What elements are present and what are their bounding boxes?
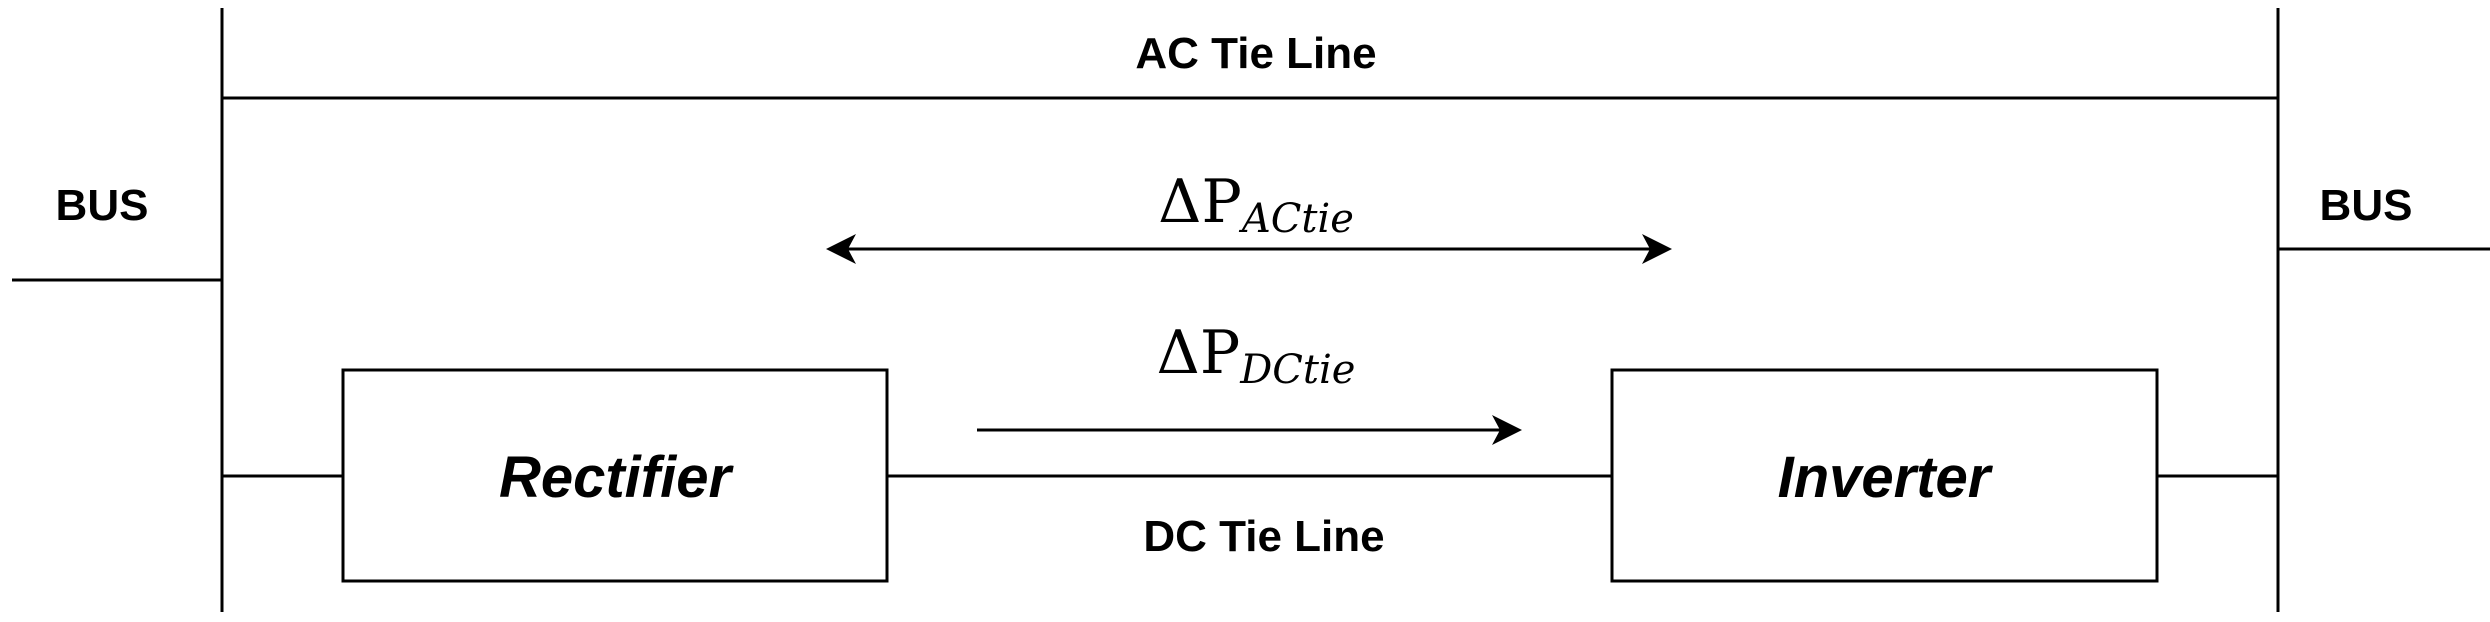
ac-flow-label: ΔPACtie [1158, 167, 1354, 242]
dc-tie-label: DC Tie Line [1143, 512, 1384, 561]
ac-flow-arrowhead-right [1642, 234, 1672, 264]
dc-flow-label: ΔPDCtie [1157, 318, 1356, 393]
ac-flow-symbol: ΔP [1158, 167, 1242, 237]
dc-flow-symbol: ΔP [1157, 318, 1241, 388]
bus-left-label: BUS [56, 181, 149, 230]
dc-flow-arrowhead [1492, 415, 1522, 445]
inverter-block [1610, 368, 2159, 583]
dc-flow-subscript: DCtie [1239, 347, 1355, 393]
rectifier-block [341, 368, 889, 583]
ac-flow-subscript: ACtie [1238, 196, 1354, 242]
rectifier-label: Rectifier [499, 445, 735, 510]
bus-right-label: BUS [2320, 181, 2413, 230]
ac-flow-arrowhead-left [826, 234, 856, 264]
ac-tie-label: AC Tie Line [1135, 29, 1376, 78]
inverter-label: Inverter [1778, 445, 1994, 510]
